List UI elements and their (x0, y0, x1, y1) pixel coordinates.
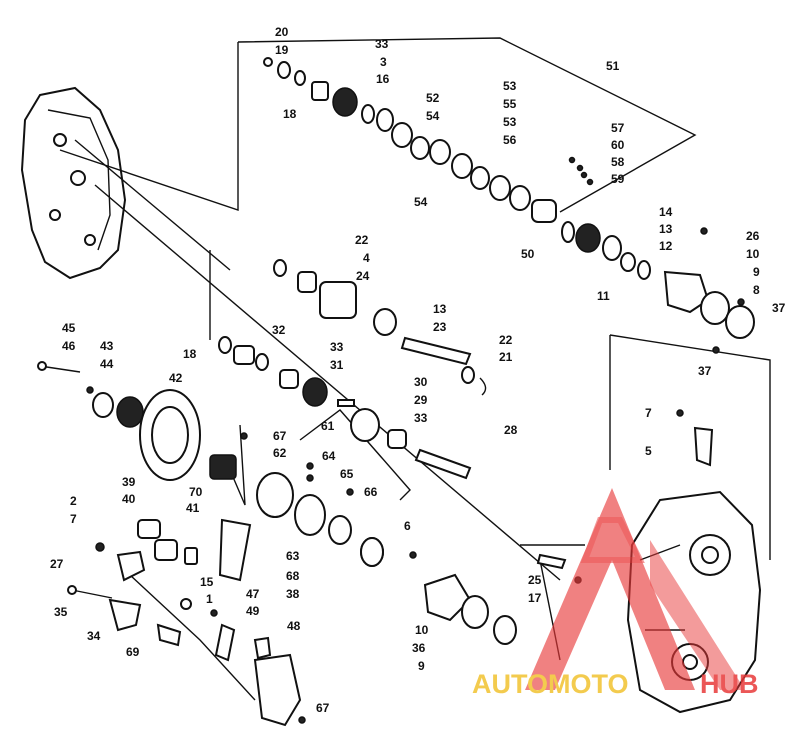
label-36: 36 (412, 641, 426, 655)
label-58: 58 (611, 155, 625, 169)
label-40: 40 (122, 492, 136, 506)
upper-shaft-parts (263, 57, 755, 354)
label-46: 46 (62, 339, 76, 353)
left-housing (20, 86, 127, 280)
label-24: 24 (356, 269, 370, 283)
label-34: 34 (87, 629, 101, 643)
label-39: 39 (122, 475, 136, 489)
label-8: 8 (753, 283, 760, 297)
label-13: 13 (659, 222, 673, 236)
part-labels: 20 19 18 33 3 16 51 52 54 53 55 53 56 57… (50, 25, 786, 715)
label-50: 50 (521, 247, 535, 261)
label-63: 63 (286, 549, 300, 563)
label-10: 10 (746, 247, 760, 261)
label-20: 20 (275, 25, 289, 39)
label-65: 65 (340, 467, 354, 481)
label-54: 54 (426, 109, 440, 123)
label-53: 53 (503, 79, 517, 93)
label-32: 32 (272, 323, 286, 337)
label-16: 16 (376, 72, 390, 86)
label-70: 70 (189, 485, 203, 499)
label-69: 69 (126, 645, 140, 659)
label-45: 45 (62, 321, 76, 335)
label-19: 19 (275, 43, 289, 57)
label-26: 26 (746, 229, 760, 243)
label-15: 15 (200, 575, 214, 589)
label-56: 56 (503, 133, 517, 147)
label-21: 21 (499, 350, 513, 364)
label-64: 64 (322, 449, 336, 463)
label-7: 7 (645, 406, 652, 420)
label-4: 4 (363, 251, 370, 265)
label-62: 62 (273, 446, 287, 460)
label-53: 53 (503, 115, 517, 129)
watermark-logo-triangle-inner (580, 517, 645, 563)
label-28: 28 (504, 423, 518, 437)
label-2: 2 (70, 494, 77, 508)
label-14: 14 (659, 205, 673, 219)
label-67: 67 (316, 701, 330, 715)
label-33: 33 (375, 37, 389, 51)
label-31: 31 (330, 358, 344, 372)
label-51: 51 (606, 59, 620, 73)
lower-gear-assembly (37, 361, 384, 727)
label-67: 67 (273, 429, 287, 443)
label-22: 22 (355, 233, 369, 247)
watermark-logo-right (650, 540, 745, 690)
watermark-text-a: AUTOMOTO (472, 669, 629, 699)
label-9: 9 (753, 265, 760, 279)
label-9: 9 (418, 659, 425, 673)
label-12: 12 (659, 239, 673, 253)
label-27: 27 (50, 557, 64, 571)
label-10: 10 (415, 623, 429, 637)
label-55: 55 (503, 97, 517, 111)
label-25: 25 (528, 573, 542, 587)
label-59: 59 (611, 172, 625, 186)
label-17: 17 (528, 591, 542, 605)
watermark: AUTOMOTO HUB (472, 488, 759, 699)
label-30: 30 (414, 375, 428, 389)
label-37: 37 (772, 301, 786, 315)
label-3: 3 (380, 55, 387, 69)
label-18: 18 (183, 347, 197, 361)
label-66: 66 (364, 485, 378, 499)
label-13: 13 (433, 302, 447, 316)
label-49: 49 (246, 604, 260, 618)
label-6: 6 (404, 519, 411, 533)
label-29: 29 (414, 393, 428, 407)
label-5: 5 (645, 444, 652, 458)
label-23: 23 (433, 320, 447, 334)
label-41: 41 (186, 501, 200, 515)
label-38: 38 (286, 587, 300, 601)
label-7: 7 (70, 512, 77, 526)
label-57: 57 (611, 121, 625, 135)
watermark-text-b: HUB (700, 669, 759, 699)
label-60: 60 (611, 138, 625, 152)
label-61: 61 (321, 419, 335, 433)
label-22: 22 (499, 333, 513, 347)
label-54: 54 (414, 195, 428, 209)
label-1: 1 (206, 592, 213, 606)
label-43: 43 (100, 339, 114, 353)
assembly-lines (59, 37, 771, 701)
label-47: 47 (246, 587, 260, 601)
label-11: 11 (597, 289, 610, 303)
label-35: 35 (54, 605, 68, 619)
middle-shaft-parts (218, 259, 487, 480)
watermark-logo-triangle (525, 488, 695, 690)
label-52: 52 (426, 91, 440, 105)
label-33: 33 (414, 411, 428, 425)
label-33: 33 (330, 340, 344, 354)
label-44: 44 (100, 357, 114, 371)
label-68: 68 (286, 569, 300, 583)
label-48: 48 (287, 619, 301, 633)
label-37: 37 (698, 364, 712, 378)
label-18: 18 (283, 107, 297, 121)
label-42: 42 (169, 371, 183, 385)
